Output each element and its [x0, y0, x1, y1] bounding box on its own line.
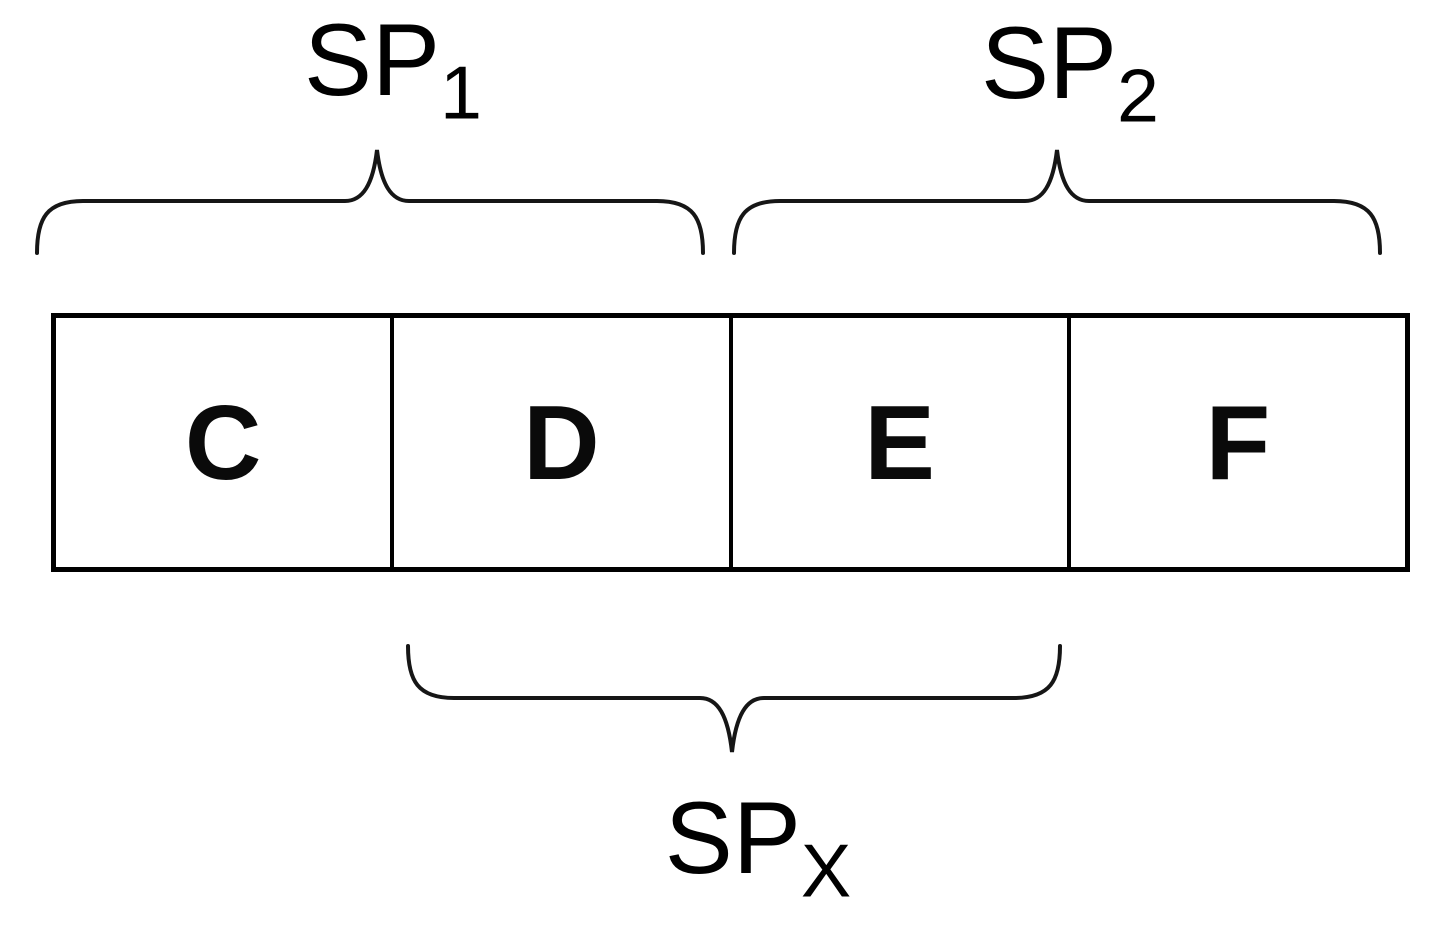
label-sp2: SP2: [981, 12, 1159, 134]
cell-c: C: [184, 383, 262, 502]
label-sp2-subscript: 2: [1117, 53, 1160, 138]
label-spx: SPX: [665, 787, 851, 909]
cell-f: F: [1066, 318, 1405, 567]
cell-e: E: [728, 318, 1067, 567]
cell-row: C D E F: [51, 313, 1410, 572]
label-sp2-base: SP: [980, 6, 1118, 120]
label-sp1: SP1: [304, 9, 482, 131]
cell-d: D: [390, 318, 728, 567]
label-sp1-base: SP: [303, 3, 441, 117]
label-spx-base: SP: [664, 781, 801, 895]
label-spx-subscript: X: [800, 828, 852, 913]
overbrace-sp1: [35, 149, 705, 255]
overbrace-sp2: [732, 149, 1382, 255]
underbrace-spx: [406, 644, 1062, 753]
label-sp1-subscript: 1: [440, 50, 483, 135]
